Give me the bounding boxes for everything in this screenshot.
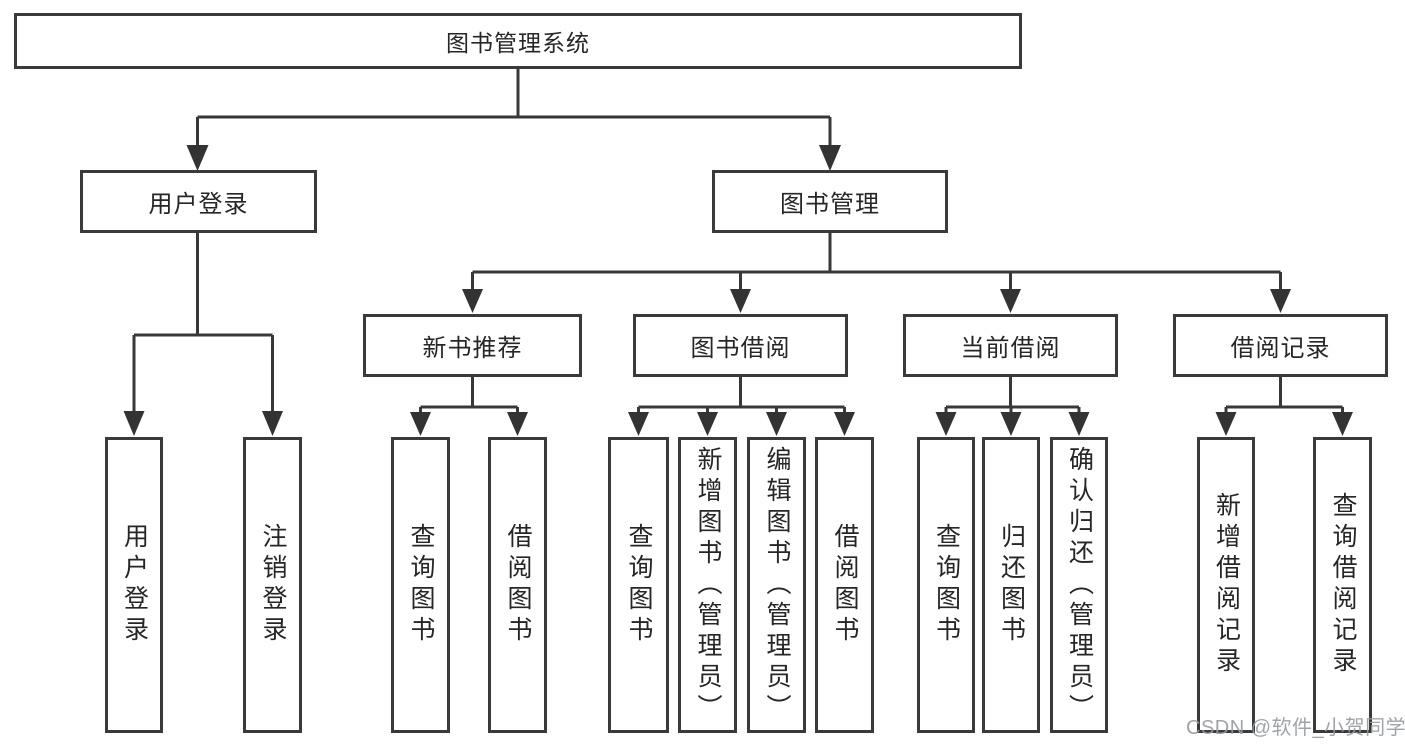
node-add-book-admin: 新增图书（管理员） (678, 437, 737, 733)
node-recommend-query-book: 查询图书 (391, 437, 450, 733)
arrowhead-icon (462, 289, 483, 313)
edge-user-login-to-children (123, 232, 283, 436)
arrowhead-icon (697, 412, 718, 436)
node-new-book-recommend: 新书推荐 (363, 314, 582, 377)
node-edit-book-admin: 编辑图书（管理员） (747, 437, 806, 733)
node-return-book: 归还图书 (982, 437, 1040, 733)
arrowhead-icon (1068, 412, 1090, 436)
node-query-borrow-record: 查询借阅记录 (1313, 437, 1372, 733)
edge-borrow-records-to-children (1215, 377, 1353, 436)
arrowhead-icon (1332, 412, 1353, 436)
edge-book-management-to-groups (462, 233, 1291, 313)
node-borrow-query-book: 查询图书 (608, 437, 669, 733)
node-book-management: 图书管理 (712, 170, 948, 233)
arrowhead-icon (1215, 412, 1237, 436)
arrowhead-icon (730, 289, 751, 313)
node-logout-action: 注销登录 (243, 437, 302, 733)
arrowhead-icon (819, 145, 841, 171)
node-borrow-records: 借阅记录 (1173, 314, 1388, 377)
arrowhead-icon (123, 411, 145, 436)
arrowhead-icon (628, 412, 649, 436)
arrowhead-icon (1000, 412, 1022, 436)
arrowhead-icon (507, 412, 528, 436)
edge-new-book-recommend-to-children (410, 377, 528, 436)
node-confirm-return-admin: 确认归还（管理员） (1050, 437, 1108, 733)
node-borrow-book-action: 借阅图书 (815, 437, 874, 733)
arrowhead-icon (834, 412, 855, 436)
node-recommend-borrow-book: 借阅图书 (488, 437, 547, 733)
arrowhead-icon (186, 145, 209, 171)
node-book-borrow: 图书借阅 (633, 314, 848, 377)
node-user-login: 用户登录 (80, 170, 317, 233)
arrowhead-icon (410, 412, 431, 436)
arrowhead-icon (1000, 289, 1021, 313)
node-user-login-action: 用户登录 (105, 437, 163, 733)
edge-current-borrow-to-children (935, 377, 1090, 436)
arrowhead-icon (1270, 289, 1291, 313)
arrowhead-icon (935, 412, 957, 436)
node-root-system: 图书管理系统 (14, 13, 1022, 69)
csdn-watermark: CSDN @软件_小贺同学 (1186, 717, 1405, 739)
arrowhead-icon (766, 412, 787, 436)
node-current-query-book: 查询图书 (917, 437, 975, 733)
arrowhead-icon (262, 411, 283, 436)
node-add-borrow-record: 新增借阅记录 (1197, 437, 1255, 733)
edge-book-borrow-to-children (628, 377, 855, 436)
node-current-borrow: 当前借阅 (903, 314, 1118, 377)
edge-root-to-level2 (186, 68, 841, 171)
